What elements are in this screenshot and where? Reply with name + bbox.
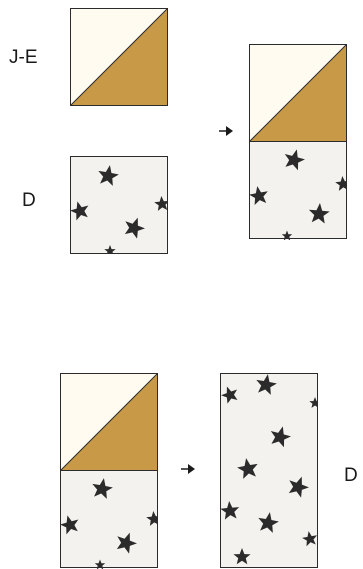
arrow-right-icon [181,464,195,474]
joined-unit-top [249,44,347,240]
patch-label-d: D [22,190,36,211]
arrow-right-icon [219,126,233,136]
half-square-triangle-patch [70,8,168,106]
patch-label-j-e: J-E [9,47,38,68]
patch-label-d-result: D [344,465,358,486]
joined-unit [60,373,158,569]
star-print-rectangle [220,373,318,568]
star-print-patch [70,156,168,254]
